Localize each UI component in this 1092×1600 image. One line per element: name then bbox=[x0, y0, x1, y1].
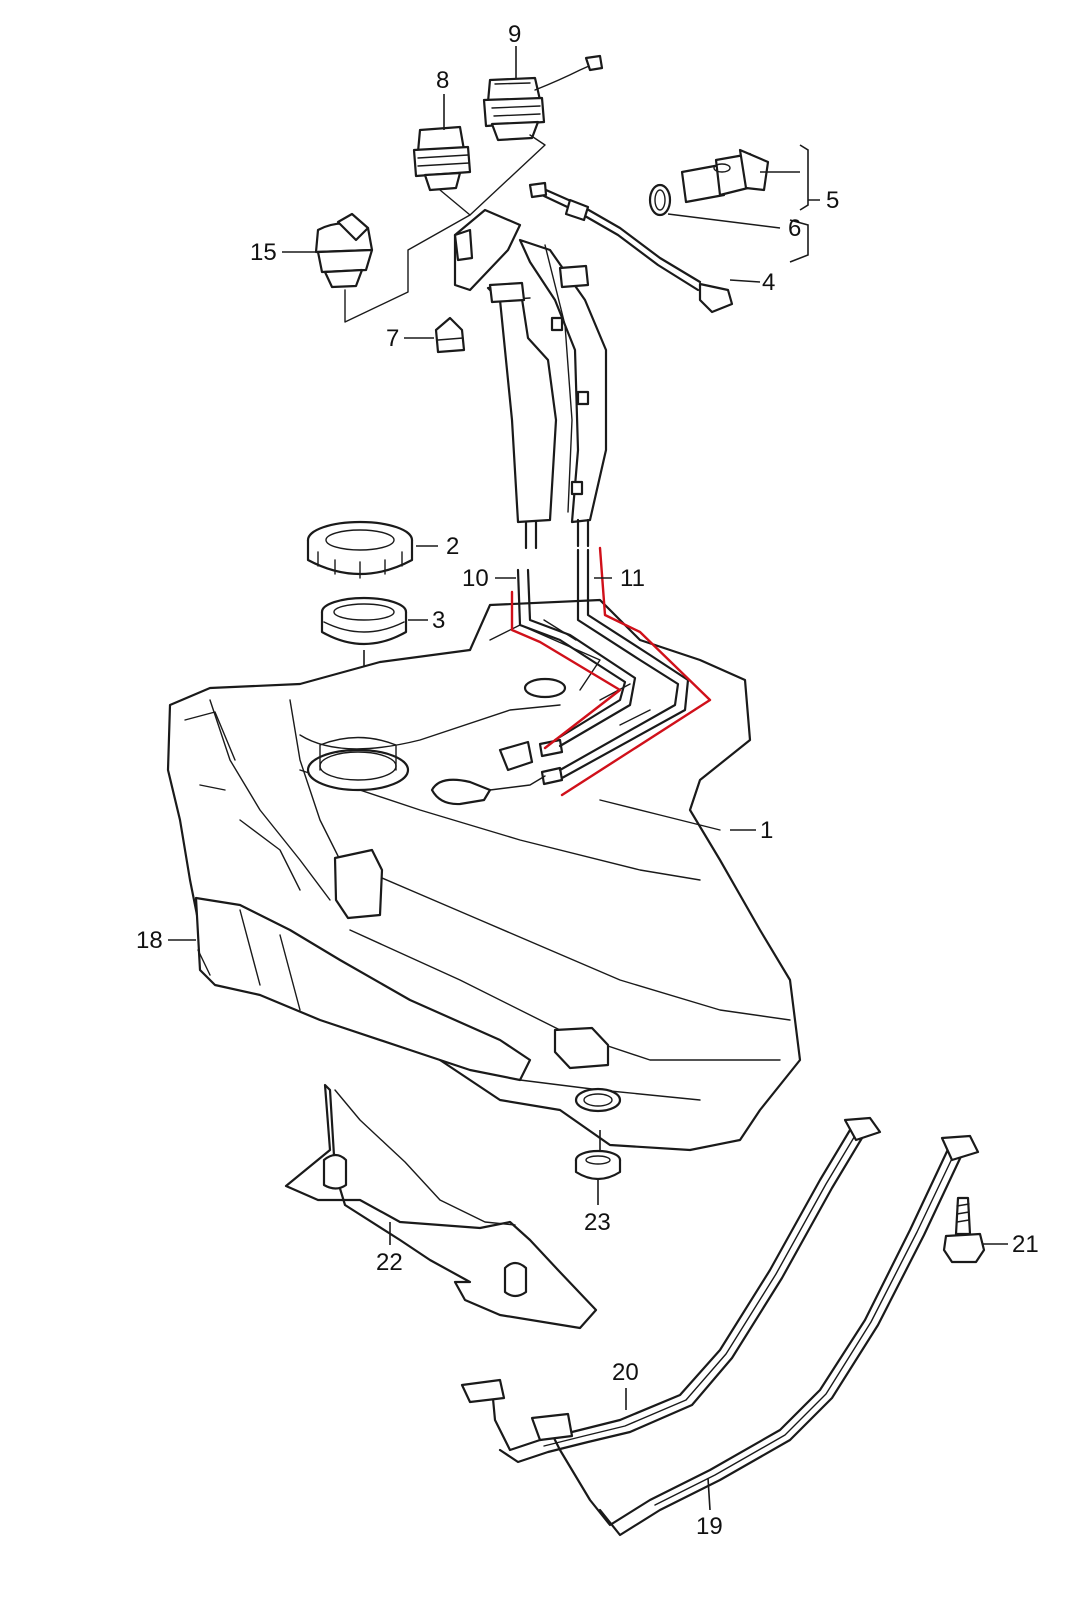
callout-6: 6 bbox=[788, 215, 801, 242]
leader-8-9-bracket bbox=[439, 134, 546, 216]
callout-11: 11 bbox=[620, 565, 645, 592]
red-line-11 bbox=[560, 546, 712, 797]
callout-3: 3 bbox=[432, 607, 445, 634]
callout-20: 20 bbox=[612, 1359, 639, 1386]
part-22-bracket bbox=[284, 1083, 598, 1330]
callout-15: 15 bbox=[250, 239, 277, 266]
callout-18: 18 bbox=[136, 927, 163, 954]
part-18-heat-shield bbox=[194, 896, 532, 1082]
callout-1: 1 bbox=[760, 817, 773, 844]
callout-21: 21 bbox=[1012, 1231, 1039, 1258]
callout-7: 7 bbox=[386, 325, 399, 352]
red-line-10 bbox=[510, 590, 622, 750]
part-23-damper bbox=[574, 1149, 622, 1181]
callout-9: 9 bbox=[508, 21, 521, 48]
leader-15-bracket bbox=[344, 214, 471, 323]
filler-neck-assembly bbox=[453, 208, 608, 550]
part-8-cap bbox=[412, 125, 472, 192]
part-19-strap bbox=[530, 1134, 980, 1537]
part-5-valve bbox=[680, 148, 770, 204]
part-3-seal bbox=[320, 596, 408, 646]
part-9-filler-cap-with-wire bbox=[482, 54, 604, 142]
part-15-breather-valve bbox=[314, 212, 374, 289]
part-21-bolt bbox=[942, 1196, 986, 1264]
callout-4: 4 bbox=[762, 269, 775, 296]
callout-labels: 1 2 3 4 5 6 7 8 9 10 11 15 18 19 20 21 2… bbox=[136, 21, 1039, 1540]
callout-10: 10 bbox=[462, 565, 489, 592]
callout-2: 2 bbox=[446, 533, 459, 560]
leader-lines bbox=[168, 46, 1008, 1511]
callout-8: 8 bbox=[436, 67, 449, 94]
callout-5: 5 bbox=[826, 187, 839, 214]
fuel-lines-on-tank bbox=[489, 548, 690, 791]
callout-19: 19 bbox=[696, 1513, 723, 1540]
highlighted-fuel-lines bbox=[510, 546, 712, 797]
callout-23: 23 bbox=[584, 1209, 611, 1236]
part-4-wiring-harness bbox=[528, 181, 734, 314]
part-7-clip bbox=[434, 316, 466, 354]
callout-22: 22 bbox=[376, 1249, 403, 1276]
part-1-fuel-tank bbox=[166, 598, 802, 1152]
part-2-lock-ring bbox=[306, 520, 414, 579]
part-20-strap bbox=[460, 1116, 882, 1464]
part-6-o-ring bbox=[648, 183, 672, 217]
